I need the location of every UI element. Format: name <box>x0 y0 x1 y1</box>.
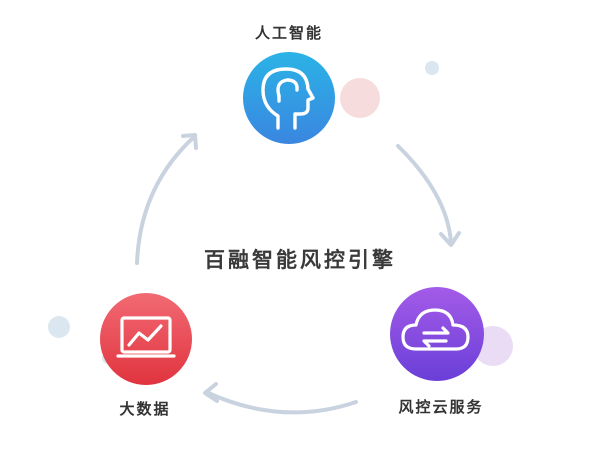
head-brain-icon <box>261 67 315 130</box>
center-title: 百融智能风控引擎 <box>204 248 396 272</box>
cloud-exchange-icon <box>401 308 470 351</box>
decor-dot <box>425 61 439 75</box>
arrow-cloud-to-bigdata <box>203 382 358 415</box>
node-label-cloud: 风控云服务 <box>398 398 484 416</box>
node-cloud <box>390 287 484 381</box>
arrow-bigdata-to-ai <box>135 133 198 265</box>
node-bigdata <box>100 293 192 385</box>
decor-dot <box>48 316 70 338</box>
decor-dot <box>340 78 380 118</box>
node-label-ai: 人工智能 <box>254 24 324 42</box>
arrow-ai-to-cloud <box>396 144 461 247</box>
monitor-chart-icon <box>116 316 176 358</box>
node-label-bigdata: 大数据 <box>119 400 171 418</box>
node-ai <box>243 52 335 144</box>
